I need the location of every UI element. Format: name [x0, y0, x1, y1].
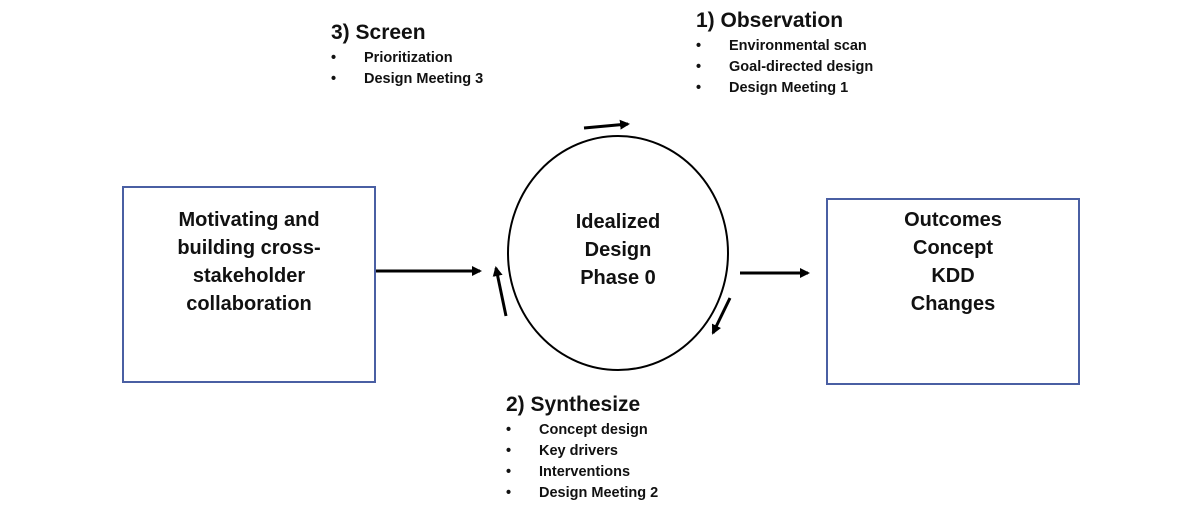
cycle-arrow-top: [583, 119, 630, 130]
list-item: •Key drivers: [506, 443, 618, 459]
center-line: Design: [584, 239, 652, 261]
stage-observation-title: 1) Observation: [696, 9, 844, 32]
stage-screen-title: 3) Screen: [331, 21, 426, 44]
list-item: •Environmental scan: [696, 38, 867, 54]
stage-observation-list: •Environmental scan •Goal-directed desig…: [696, 36, 873, 99]
left-box-line: stakeholder: [192, 265, 306, 287]
list-item: •Prioritization: [331, 50, 453, 66]
left-box-line: collaboration: [186, 293, 312, 315]
cycle-arrow-right: [711, 297, 732, 335]
outcomes-box: Outcomes Concept KDD Changes: [826, 198, 1080, 385]
list-item: •Design Meeting 2: [506, 485, 659, 501]
right-box-line: Changes: [910, 293, 996, 315]
stage-synthesize: 2) Synthesize •Concept design •Key drive…: [506, 392, 658, 504]
idealized-design-label: Idealized Design Phase 0: [528, 208, 708, 292]
list-item: •Interventions: [506, 464, 631, 480]
left-box-line: building cross-: [177, 237, 321, 259]
list-item: •Design Meeting 3: [331, 71, 484, 87]
list-item: •Design Meeting 1: [696, 80, 849, 96]
cycle-circle: [507, 135, 729, 371]
stage-screen-list: •Prioritization •Design Meeting 3: [331, 48, 483, 90]
cycle-arrow-left: [492, 266, 508, 317]
stage-synthesize-title: 2) Synthesize: [506, 393, 641, 416]
center-line: Idealized: [575, 211, 661, 233]
right-box-line: Outcomes: [904, 209, 1002, 231]
stage-synthesize-list: •Concept design •Key drivers •Interventi…: [506, 420, 658, 504]
right-box-line: KDD: [931, 265, 975, 287]
stage-observation: 1) Observation •Environmental scan •Goal…: [696, 8, 873, 99]
center-line: Phase 0: [580, 267, 656, 289]
list-item: •Concept design: [506, 422, 648, 438]
stage-screen: 3) Screen •Prioritization •Design Meetin…: [331, 20, 483, 90]
left-box-line: Motivating and: [178, 209, 320, 231]
right-box-line: Concept: [913, 237, 993, 259]
motivating-collaboration-box: Motivating and building cross- stakehold…: [122, 186, 376, 383]
list-item: •Goal-directed design: [696, 59, 874, 75]
